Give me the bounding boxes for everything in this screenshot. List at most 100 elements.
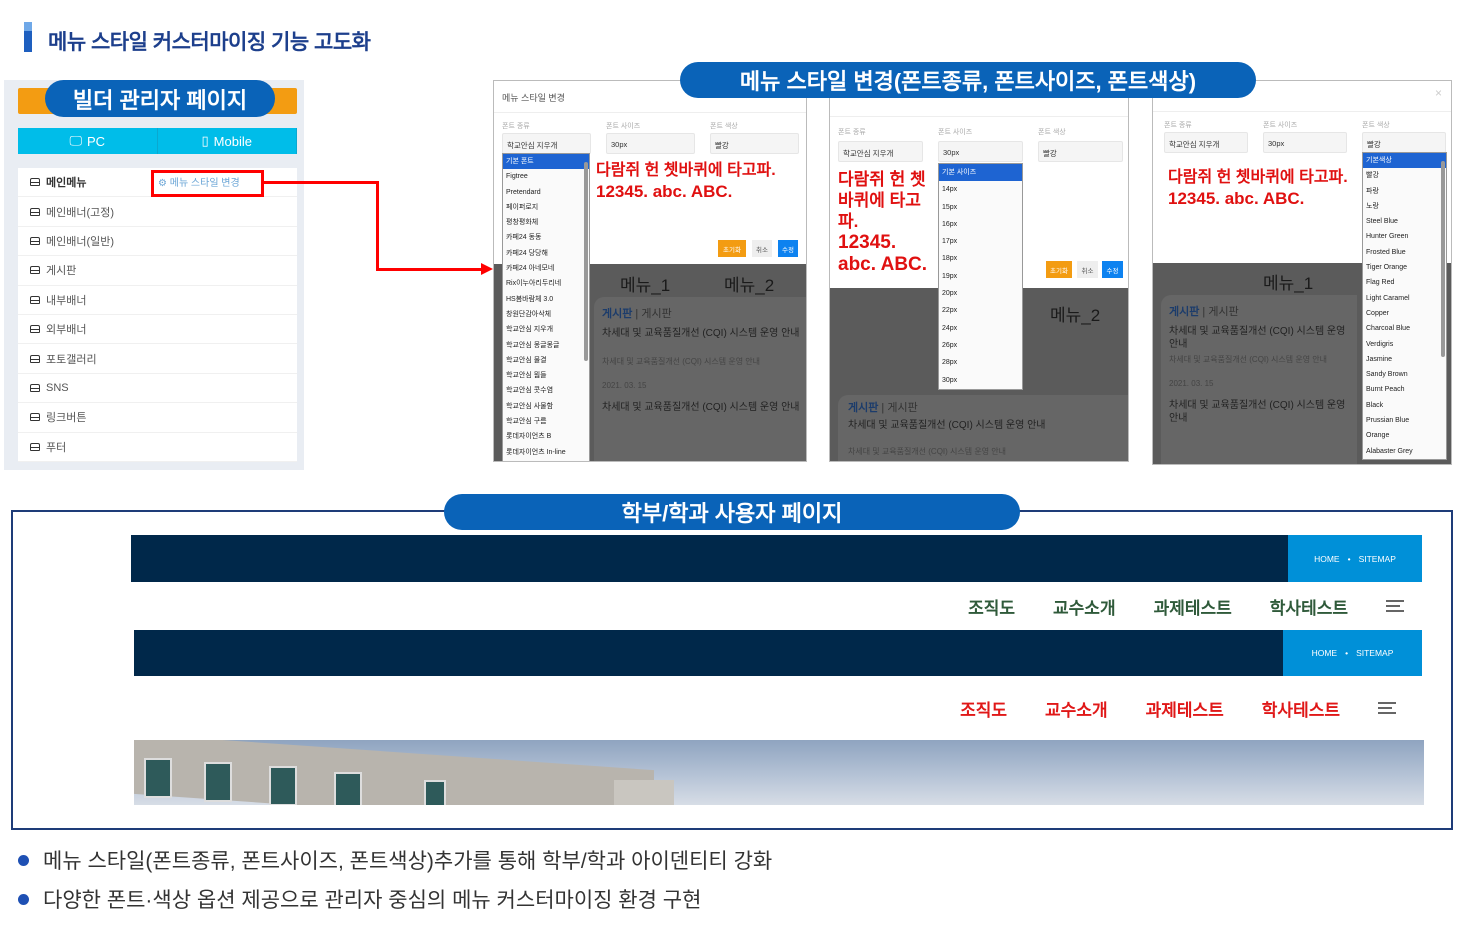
builder-menu-item[interactable]: 메인배너(일반) bbox=[18, 227, 297, 257]
dropdown-option[interactable]: Frosted Blue bbox=[1366, 248, 1406, 256]
sitemap-link[interactable]: SITEMAP bbox=[1356, 648, 1394, 658]
builder-menu-item[interactable]: 푸터 bbox=[18, 433, 297, 462]
dropdown-option[interactable]: 15px bbox=[942, 203, 958, 211]
dropdown-option[interactable]: 20px bbox=[942, 290, 958, 298]
builder-menu-item[interactable]: 내부배너 bbox=[18, 286, 297, 315]
font-type-select[interactable]: 학교안심 지우개 bbox=[838, 141, 923, 162]
home-link[interactable]: HOME bbox=[1314, 553, 1340, 564]
dropdown-option[interactable]: 평창평화체 bbox=[506, 219, 539, 227]
save-button[interactable]: 수정 bbox=[778, 240, 798, 257]
font-type-select[interactable]: 학교안심 지우개 bbox=[502, 133, 591, 154]
dropdown-option[interactable]: 카페24 동동 bbox=[506, 234, 542, 242]
nav-item[interactable]: 교수소개 bbox=[1053, 598, 1116, 618]
dropdown-option[interactable]: Copper bbox=[1366, 309, 1389, 317]
nav-item[interactable]: 교수소개 bbox=[1045, 700, 1108, 720]
cancel-button[interactable]: 취소 bbox=[752, 240, 772, 257]
builder-menu-item[interactable]: 링크버튼 bbox=[18, 403, 297, 433]
font-size-select[interactable]: 30px bbox=[606, 133, 695, 154]
dropdown-option[interactable]: Prussian Blue bbox=[1366, 417, 1410, 425]
mobile-button[interactable]: ▯Mobile bbox=[158, 128, 297, 154]
dropdown-option[interactable]: 기본 사이즈 bbox=[939, 164, 1022, 182]
home-link[interactable]: HOME bbox=[1311, 648, 1338, 658]
dropdown-option[interactable]: 롯데자이언츠 B bbox=[506, 433, 552, 441]
dropdown-option[interactable]: Figtree bbox=[506, 173, 528, 181]
scrollbar[interactable] bbox=[1441, 155, 1445, 457]
nav-item[interactable]: 과제테스트 bbox=[1145, 700, 1224, 720]
dropdown-option[interactable]: Rix이누아리두리네 bbox=[506, 280, 562, 288]
dropdown-option[interactable]: 14px bbox=[942, 186, 958, 194]
dropdown-option[interactable]: 학교안심 지우개 bbox=[506, 326, 554, 334]
dropdown-option[interactable]: 19px bbox=[942, 272, 958, 280]
builder-menu-item[interactable]: 외부배너 bbox=[18, 315, 297, 345]
nav-item[interactable]: 학사테스트 bbox=[1261, 700, 1340, 720]
dropdown-option[interactable]: 학교안심 사물함 bbox=[506, 402, 554, 410]
dropdown-option[interactable]: 기본 폰트 bbox=[503, 154, 589, 170]
dropdown-option[interactable]: Light Caramel bbox=[1366, 294, 1410, 302]
font-color-select[interactable]: 빨강 bbox=[1038, 141, 1123, 162]
font-size-select[interactable]: 30px bbox=[938, 141, 1023, 162]
hamburger-menu-icon[interactable] bbox=[1386, 600, 1404, 612]
dropdown-option[interactable]: Steel Blue bbox=[1366, 218, 1398, 226]
dropdown-option[interactable]: Black bbox=[1366, 401, 1384, 409]
dropdown-option[interactable]: 24px bbox=[942, 324, 958, 332]
dropdown-option[interactable]: 학교안심 콧수염 bbox=[506, 387, 554, 395]
font-color-select[interactable]: 빨강 bbox=[710, 133, 799, 154]
save-button[interactable]: 수정 bbox=[1102, 261, 1123, 278]
cancel-button[interactable]: 취소 bbox=[1077, 261, 1098, 278]
dropdown-option[interactable]: Flag Red bbox=[1366, 279, 1395, 287]
dropdown-option[interactable]: 카페24 아네모네 bbox=[506, 265, 555, 273]
scrollbar[interactable] bbox=[584, 156, 588, 461]
sitemap-link[interactable]: SITEMAP bbox=[1358, 553, 1396, 564]
dropdown-option[interactable]: 28px bbox=[942, 359, 958, 367]
dropdown-option[interactable]: 카페24 당당해 bbox=[506, 249, 548, 257]
dropdown-option[interactable]: 노랑 bbox=[1366, 202, 1379, 210]
dropdown-option[interactable]: 학교안심 구름 bbox=[506, 418, 547, 426]
dropdown-option[interactable]: 18px bbox=[942, 255, 958, 263]
dropdown-option[interactable]: Sandy Brown bbox=[1366, 371, 1408, 379]
nav-item[interactable]: 조직도 bbox=[960, 700, 1008, 720]
reset-button[interactable]: 초기화 bbox=[718, 240, 746, 257]
dropdown-option[interactable]: Pretendard bbox=[506, 188, 541, 196]
builder-menu-item[interactable]: 게시판 bbox=[18, 256, 297, 286]
reset-button[interactable]: 초기화 bbox=[1046, 261, 1072, 278]
dropdown-option[interactable]: 30px bbox=[942, 376, 958, 384]
close-icon[interactable]: × bbox=[1435, 86, 1443, 100]
pc-button[interactable]: 🖵PC bbox=[18, 128, 158, 154]
font-size-dropdown[interactable]: 기본 사이즈 14px 15px 16px 17px 18px 19px 20px 22px 24… bbox=[938, 163, 1023, 390]
font-color-select[interactable]: 빨강 bbox=[1362, 132, 1446, 153]
dropdown-option[interactable]: 26px bbox=[942, 341, 958, 349]
font-size-select[interactable]: 30px bbox=[1263, 132, 1347, 153]
dropdown-option[interactable]: 롯데자이언츠 In-line bbox=[506, 448, 566, 456]
dropdown-option[interactable]: 학교안심 몽글몽글 bbox=[506, 341, 560, 349]
dropdown-option[interactable]: 17px bbox=[942, 238, 958, 246]
dropdown-option[interactable]: HS봄바람체 3.0 bbox=[506, 295, 554, 303]
dropdown-option[interactable]: Verdigris bbox=[1366, 340, 1394, 348]
builder-menu-item[interactable]: SNS bbox=[18, 374, 297, 404]
dropdown-option[interactable]: 파랑 bbox=[1366, 187, 1379, 195]
nav-item[interactable]: 학사테스트 bbox=[1269, 598, 1348, 618]
dropdown-option[interactable]: Hunter Green bbox=[1366, 233, 1409, 241]
font-type-select[interactable]: 학교안심 지우개 bbox=[1164, 132, 1248, 153]
dropdown-option[interactable]: Alabaster Grey bbox=[1366, 447, 1413, 455]
builder-menu-item[interactable]: 메인배너(고정) bbox=[18, 197, 297, 227]
dropdown-option[interactable]: Jasmine bbox=[1366, 355, 1393, 363]
dropdown-option[interactable]: Burnt Peach bbox=[1366, 386, 1405, 394]
hamburger-menu-icon[interactable] bbox=[1378, 702, 1396, 714]
builder-menu-item[interactable]: 포토갤러리 bbox=[18, 344, 297, 374]
dropdown-option[interactable]: 창원단감아삭체 bbox=[506, 310, 552, 318]
dropdown-option[interactable]: 페이퍼로지 bbox=[506, 203, 539, 211]
nav-item[interactable]: 조직도 bbox=[968, 598, 1016, 618]
dropdown-option[interactable]: 22px bbox=[942, 307, 958, 315]
dropdown-option[interactable]: Orange bbox=[1366, 432, 1390, 440]
dropdown-option[interactable]: 16px bbox=[942, 220, 958, 228]
menu-style-change-link[interactable]: ⚙ 메뉴 스타일 변경 bbox=[158, 174, 240, 189]
dropdown-option[interactable]: 학교안심 뭠들 bbox=[506, 372, 547, 380]
dropdown-option[interactable]: 학교안심 물결 bbox=[506, 356, 547, 364]
dropdown-option[interactable]: 기본색상 bbox=[1363, 153, 1446, 169]
nav-item[interactable]: 과제테스트 bbox=[1153, 598, 1232, 618]
dropdown-option[interactable]: Tiger Orange bbox=[1366, 264, 1407, 272]
dropdown-option[interactable]: 빨강 bbox=[1366, 172, 1379, 180]
dropdown-option[interactable]: Charcoal Blue bbox=[1366, 325, 1410, 333]
